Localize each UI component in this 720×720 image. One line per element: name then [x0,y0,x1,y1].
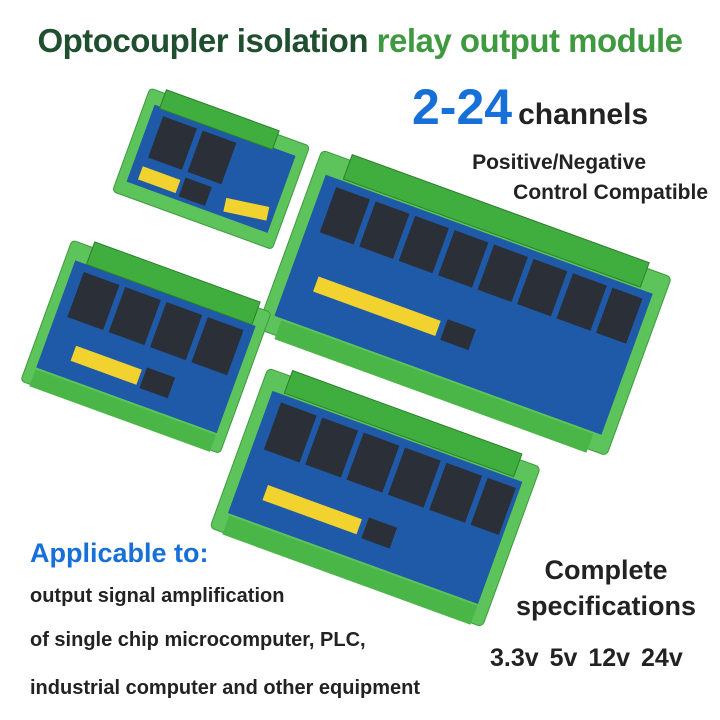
compat-note: Positive/Negative Control Compatible [472,148,708,208]
title-part2: relay output module [376,22,683,59]
specs-line2: specifications [515,591,696,621]
specs-voltages: 3.3v 5v 12v 24v [490,644,683,672]
applicable-line-1: output signal amplification [30,585,285,607]
board-4ch [21,240,271,453]
applicable-heading: Applicable to: [30,538,209,568]
applicable-line-2: of single chip microcomputer, PLC, [30,629,366,651]
relay [187,130,237,185]
compat-line1: Positive/Negative [472,151,646,174]
board-6ch [210,368,540,627]
board-8ch [257,150,671,455]
compat-line2: Control Compatible [513,181,708,204]
relay [148,116,197,170]
specs-line1: Complete [544,555,668,585]
channels-number: 2-24 [412,79,513,135]
board-2ch [113,88,310,249]
specs-block: Complete specifications [516,552,696,624]
main-title: Optocoupler isolation relay output modul… [0,22,720,60]
channels-word: channels [518,98,649,131]
applicable-line-3: industrial computer and other equipment [30,677,421,699]
title-part1: Optocoupler isolation [37,22,377,59]
